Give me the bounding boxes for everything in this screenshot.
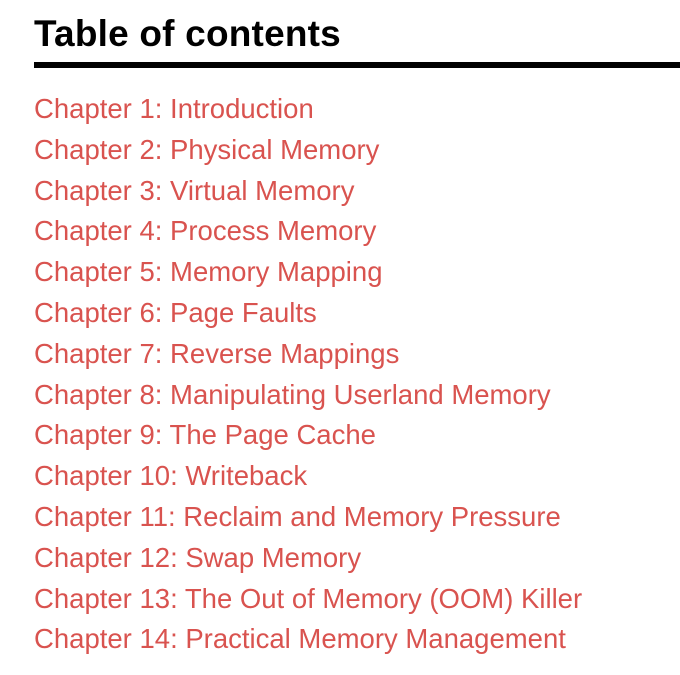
list-item: Chapter 10: Writeback xyxy=(34,456,680,497)
chapter-link-3[interactable]: Chapter 3: Virtual Memory xyxy=(34,174,355,206)
list-item: Chapter 11: Reclaim and Memory Pressure xyxy=(34,497,680,538)
list-item: Chapter 4: Process Memory xyxy=(34,211,680,252)
chapter-link-12[interactable]: Chapter 12: Swap Memory xyxy=(34,541,362,573)
list-item: Chapter 2: Physical Memory xyxy=(34,130,680,171)
chapter-link-8[interactable]: Chapter 8: Manipulating Userland Memory xyxy=(34,378,551,410)
chapter-list: Chapter 1: Introduction Chapter 2: Physi… xyxy=(34,89,680,660)
chapter-link-1[interactable]: Chapter 1: Introduction xyxy=(34,93,314,124)
list-item: Chapter 13: The Out of Memory (OOM) Kill… xyxy=(34,579,680,620)
list-item: Chapter 12: Swap Memory xyxy=(34,538,680,579)
chapter-link-9[interactable]: Chapter 9: The Page Cache xyxy=(34,419,376,451)
chapter-link-5[interactable]: Chapter 5: Memory Mapping xyxy=(34,256,383,288)
chapter-link-7[interactable]: Chapter 7: Reverse Mappings xyxy=(34,337,400,369)
list-item: Chapter 5: Memory Mapping xyxy=(34,252,680,293)
list-item: Chapter 8: Manipulating Userland Memory xyxy=(34,375,680,416)
chapter-link-11[interactable]: Chapter 11: Reclaim and Memory Pressure xyxy=(34,500,561,532)
list-item: Chapter 6: Page Faults xyxy=(34,293,680,334)
heading-divider xyxy=(34,62,680,68)
chapter-link-2[interactable]: Chapter 2: Physical Memory xyxy=(34,133,380,165)
chapter-link-13[interactable]: Chapter 13: The Out of Memory (OOM) Kill… xyxy=(34,582,583,614)
list-item: Chapter 3: Virtual Memory xyxy=(34,171,680,212)
table-of-contents: Table of contents Chapter 1: Introductio… xyxy=(34,0,680,660)
chapter-link-6[interactable]: Chapter 6: Page Faults xyxy=(34,296,317,328)
toc-heading: Table of contents xyxy=(34,13,341,54)
list-item: Chapter 9: The Page Cache xyxy=(34,415,680,456)
list-item: Chapter 14: Practical Memory Management xyxy=(34,619,680,660)
list-item: Chapter 1: Introduction xyxy=(34,89,680,130)
list-item: Chapter 7: Reverse Mappings xyxy=(34,334,680,375)
chapter-link-4[interactable]: Chapter 4: Process Memory xyxy=(34,215,377,247)
chapter-link-14[interactable]: Chapter 14: Practical Memory Management xyxy=(34,623,566,655)
chapter-link-10[interactable]: Chapter 10: Writeback xyxy=(34,460,308,492)
